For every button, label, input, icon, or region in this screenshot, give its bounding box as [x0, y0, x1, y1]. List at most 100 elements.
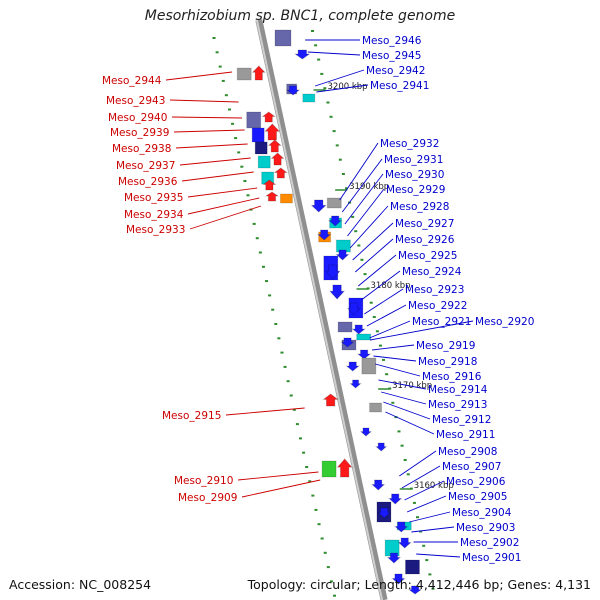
- ruler-tick-outer: [419, 530, 423, 533]
- ruler-tick-outer: [385, 373, 389, 376]
- forward-gene-label: Meso_2946: [362, 35, 422, 47]
- forward-gene-arrow: [310, 199, 327, 213]
- ruler-tick-inner: [277, 337, 281, 340]
- forward-gene-leader-line: [364, 288, 404, 315]
- reverse-gene-arrow: [261, 111, 277, 123]
- forward-gene-arrow: [374, 442, 388, 452]
- reverse-gene-label: Meso_2937: [116, 160, 175, 172]
- ruler-tick-outer: [372, 316, 376, 318]
- forward-gene-leader-line: [339, 142, 379, 201]
- ruler-tick-inner: [326, 566, 330, 569]
- ruler-tick-inner: [265, 280, 269, 283]
- reverse-gene-leader-line: [175, 143, 248, 149]
- forward-gene-leader-line: [354, 238, 394, 273]
- forward-gene-label: Meso_2907: [442, 461, 501, 473]
- ruler-tick-outer: [314, 44, 318, 47]
- forward-gene-label: Meso_2932: [380, 138, 439, 150]
- ruler-tick-inner: [261, 265, 265, 268]
- ruler-tick-inner: [215, 51, 219, 54]
- reverse-gene-label: Meso_2915: [162, 410, 221, 422]
- ruler-tick-outer: [369, 301, 373, 304]
- ruler-tick-inner: [268, 294, 272, 297]
- ruler-tick-inner: [311, 494, 315, 497]
- forward-gene-leader-line: [314, 69, 365, 87]
- ruler-tick-inner: [252, 222, 256, 225]
- forward-gene-arrow: [345, 361, 361, 372]
- reverse-gene-label: Meso_2944: [102, 75, 162, 87]
- ruler-tick-inner: [227, 108, 231, 111]
- forward-gene-arrow: [346, 302, 362, 316]
- ruler-tick-outer: [391, 401, 395, 404]
- forward-gene-label: Meso_2902: [460, 537, 519, 549]
- forward-gene-leader-line: [369, 320, 411, 339]
- forward-gene-label: Meso_2929: [386, 184, 445, 196]
- forward-gene-label: Meso_2904: [452, 507, 512, 519]
- ruler-tick-inner: [308, 480, 312, 483]
- forward-gene-arrow: [407, 585, 423, 595]
- forward-gene-box: [361, 357, 377, 375]
- forward-gene-leader-line: [404, 480, 445, 501]
- forward-gene-box: [326, 197, 342, 209]
- forward-gene-leader-line: [361, 270, 401, 301]
- ruler-tick-inner: [323, 551, 327, 554]
- ruler-tick-inner: [298, 437, 302, 440]
- forward-gene-label: Meso_2926: [395, 234, 455, 246]
- reverse-gene-leader-line: [171, 116, 243, 119]
- forward-gene-leader-line: [416, 553, 461, 558]
- ruler-tick-outer: [397, 430, 401, 433]
- ruler-tick-inner: [221, 79, 225, 82]
- reverse-gene-box: [246, 111, 262, 129]
- forward-gene-label: Meso_2942: [366, 65, 425, 77]
- ruler-tick-inner: [280, 351, 284, 354]
- ruler-tick-inner: [314, 508, 318, 511]
- reverse-gene-box: [254, 141, 268, 155]
- reverse-gene-label: Meso_2940: [108, 112, 167, 124]
- forward-gene-arrow: [370, 479, 386, 491]
- forward-gene-leader-line: [341, 158, 383, 213]
- forward-gene-label: Meso_2921: [412, 316, 471, 328]
- ruler-tick-outer: [326, 101, 330, 104]
- reverse-gene-leader-line: [187, 197, 260, 215]
- forward-gene-label: Meso_2908: [438, 446, 497, 458]
- reverse-gene-leader-line: [179, 157, 251, 166]
- ruler-tick-outer: [425, 559, 429, 562]
- ruler-tick-inner: [231, 122, 235, 125]
- forward-gene-leader-line: [401, 465, 441, 489]
- ruler-tick-inner: [240, 165, 244, 168]
- ruler-tick-inner: [317, 523, 321, 526]
- genome-summary-text: Topology: circular; Length: 4,412,446 bp…: [247, 577, 591, 592]
- ruler-tick-inner: [255, 237, 259, 240]
- reverse-gene-arrow: [322, 393, 340, 407]
- forward-gene-label: Meso_2928: [390, 201, 449, 213]
- forward-gene-label: Meso_2901: [462, 552, 521, 564]
- ruler-tick-outer: [341, 173, 345, 175]
- ruler-tick-outer: [422, 544, 426, 547]
- forward-gene-leader-line: [347, 188, 385, 237]
- ruler-tick-outer: [335, 144, 339, 147]
- forward-gene-label: Meso_2931: [384, 154, 443, 166]
- ruler-tick-outer: [360, 258, 364, 261]
- ruler-tick-inner: [320, 537, 324, 540]
- reverse-gene-label: Meso_2939: [110, 127, 169, 139]
- reverse-gene-arrow: [264, 191, 280, 202]
- forward-gene-arrow: [349, 379, 362, 389]
- ruler-tick-inner: [332, 594, 336, 597]
- ruler-tick-inner: [224, 94, 228, 97]
- reverse-gene-leader-line: [187, 187, 258, 198]
- forward-gene-leader-line: [366, 304, 407, 327]
- ruler-tick-outer: [351, 215, 355, 218]
- forward-gene-arrow: [328, 284, 346, 300]
- forward-gene-label: Meso_2916: [422, 371, 482, 383]
- forward-gene-label: Meso_2913: [428, 399, 487, 411]
- forward-gene-box: [302, 93, 316, 103]
- reverse-gene-label: Meso_2935: [124, 192, 183, 204]
- forward-gene-label: Meso_2914: [428, 384, 488, 396]
- forward-gene-leader-line: [381, 391, 427, 405]
- ruler-tick-outer: [416, 516, 420, 519]
- reverse-gene-arrow: [267, 139, 283, 153]
- ruler-tick-inner: [295, 423, 299, 426]
- forward-gene-box: [274, 29, 292, 47]
- ruler-tick-inner: [234, 137, 238, 140]
- forward-gene-arrow: [335, 249, 350, 261]
- forward-gene-label: Meso_2922: [408, 300, 467, 312]
